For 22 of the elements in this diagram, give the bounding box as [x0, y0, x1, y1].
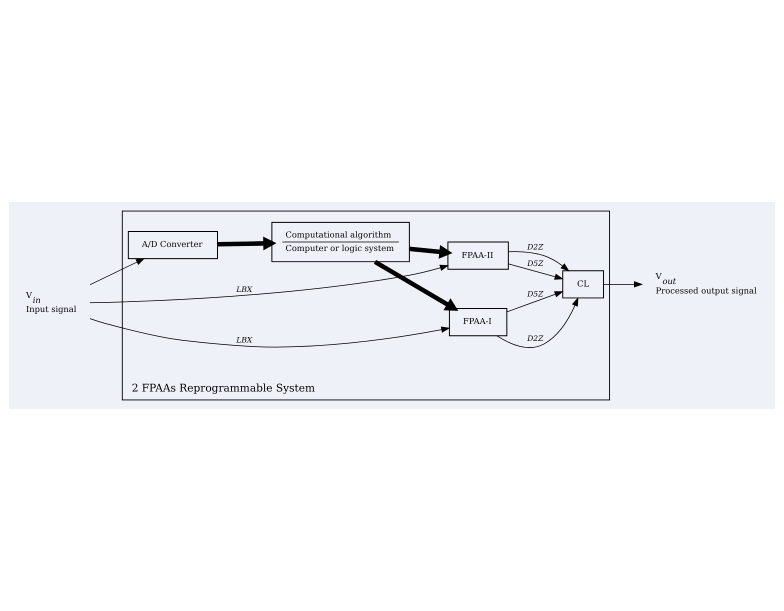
arrow	[90, 318, 450, 348]
edge-label: D5Z	[527, 259, 544, 268]
arrow	[374, 260, 458, 311]
node-box: FPAA-II	[447, 242, 509, 270]
arrow	[218, 236, 276, 250]
arrow	[508, 251, 570, 272]
arrow	[496, 297, 578, 348]
arrow	[506, 291, 564, 312]
edge-label: D5Z	[527, 289, 544, 298]
arrow	[89, 264, 449, 304]
arrow	[409, 244, 452, 259]
edge-label: LBX	[236, 336, 252, 345]
edge-label: LBX	[236, 284, 252, 294]
arrow	[90, 258, 146, 286]
edge-label: D2Z	[527, 242, 544, 252]
edge-label: D2Z	[527, 334, 544, 344]
arrow	[508, 263, 564, 280]
arrow	[603, 281, 644, 288]
node-box: CL	[562, 270, 604, 298]
node-box: A/D Converter	[128, 230, 218, 260]
node-box: FPAA-I	[448, 308, 508, 336]
node-box: Computational algorithm Computer or logic system	[271, 222, 410, 262]
